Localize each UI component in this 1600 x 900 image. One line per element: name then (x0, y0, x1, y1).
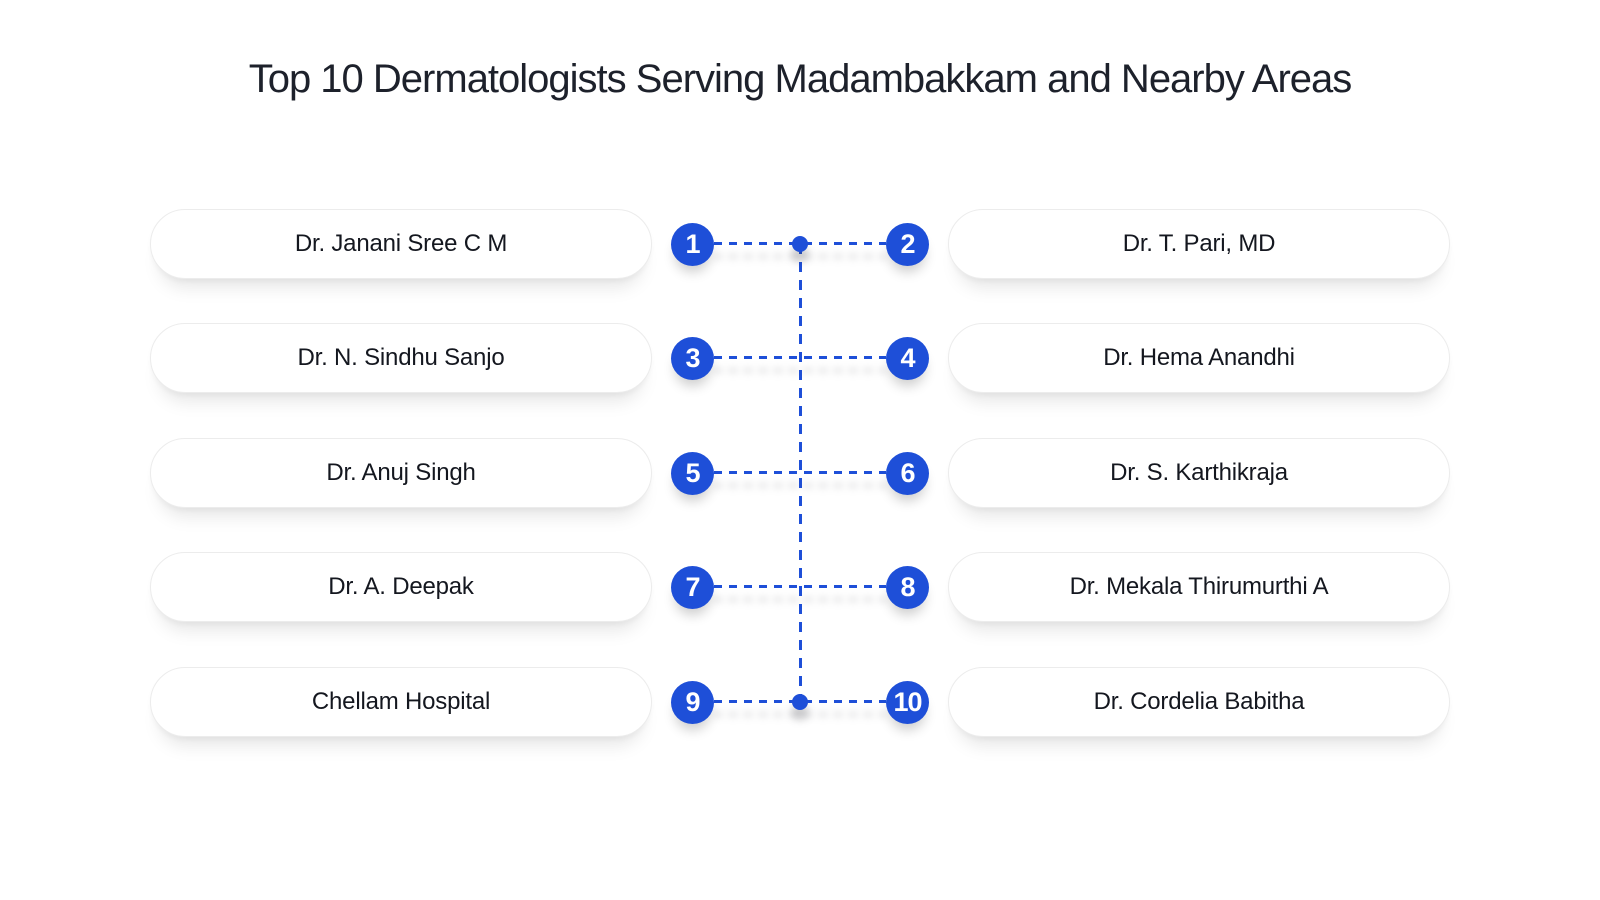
doctor-card-left: Dr. Anuj Singh (150, 438, 652, 508)
entry-row: Dr. Anuj Singh 5 6 Dr. S. Karthikraja (0, 438, 1600, 508)
entry-row: Dr. N. Sindhu Sanjo 3 4 Dr. Hema Anandhi (0, 323, 1600, 393)
doctor-name: Dr. Hema Anandhi (1103, 344, 1295, 371)
doctor-name: Dr. Anuj Singh (326, 459, 476, 486)
connector-node-dot (792, 694, 808, 710)
doctor-name: Chellam Hospital (311, 688, 491, 715)
horizontal-connector-line (714, 585, 886, 588)
doctor-card-right: Dr. Cordelia Babitha (948, 667, 1450, 737)
rank-badge: 9 (671, 681, 714, 724)
connector-node-dot (792, 236, 808, 252)
doctor-name: Dr. Cordelia Babitha (1093, 688, 1305, 715)
doctor-card-right: Dr. Mekala Thirumurthi A (948, 552, 1450, 622)
rank-badge: 6 (886, 452, 929, 495)
doctor-card-left: Chellam Hospital (150, 667, 652, 737)
doctor-card-left: Dr. A. Deepak (150, 552, 652, 622)
doctor-name: Dr. N. Sindhu Sanjo (297, 344, 505, 371)
entry-row: Dr. Janani Sree C M 1 2 Dr. T. Pari, MD (0, 209, 1600, 279)
horizontal-connector-line (714, 356, 886, 359)
rank-badge: 2 (886, 223, 929, 266)
entry-row: Dr. A. Deepak 7 8 Dr. Mekala Thirumurthi… (0, 552, 1600, 622)
rank-badge: 10 (886, 681, 929, 724)
rank-badge: 8 (886, 566, 929, 609)
rank-badge: 1 (671, 223, 714, 266)
doctor-name: Dr. Janani Sree C M (294, 230, 508, 257)
doctor-card-right: Dr. Hema Anandhi (948, 323, 1450, 393)
page-title: Top 10 Dermatologists Serving Madambakka… (248, 57, 1353, 101)
horizontal-connector-line (714, 471, 886, 474)
doctor-card-right: Dr. T. Pari, MD (948, 209, 1450, 279)
doctor-name: Dr. T. Pari, MD (1122, 230, 1276, 257)
entry-row: Chellam Hospital 9 10 Dr. Cordelia Babit… (0, 667, 1600, 737)
doctor-card-left: Dr. N. Sindhu Sanjo (150, 323, 652, 393)
doctor-name: Dr. S. Karthikraja (1110, 459, 1288, 486)
rank-badge: 3 (671, 337, 714, 380)
rank-badge: 7 (671, 566, 714, 609)
doctor-card-left: Dr. Janani Sree C M (150, 209, 652, 279)
rank-badge: 5 (671, 452, 714, 495)
doctor-card-right: Dr. S. Karthikraja (948, 438, 1450, 508)
doctor-name: Dr. Mekala Thirumurthi A (1069, 573, 1329, 600)
rank-badge: 4 (886, 337, 929, 380)
doctor-name: Dr. A. Deepak (328, 573, 474, 600)
